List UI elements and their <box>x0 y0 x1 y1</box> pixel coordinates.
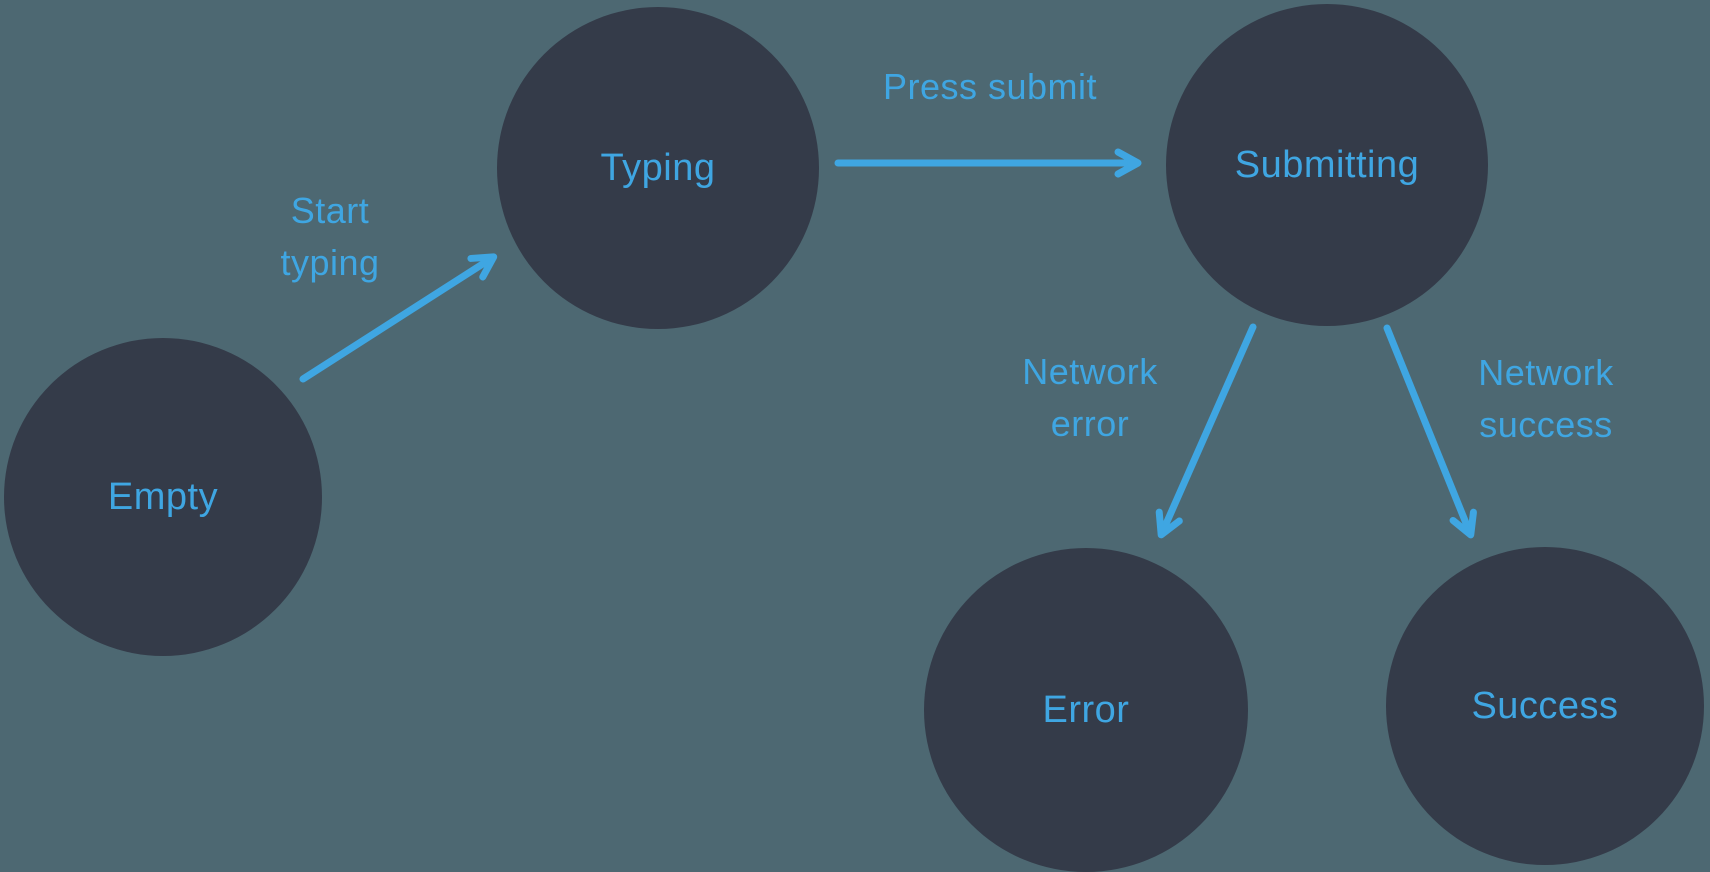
state-label-submitting: Submitting <box>1234 143 1420 186</box>
transition-label-press-submit: Press submit <box>882 66 1098 107</box>
state-label-error: Error <box>1042 688 1130 731</box>
state-node-empty: Empty <box>4 338 322 656</box>
transition-arrow-start-typing <box>299 253 498 383</box>
transition-label-start-typing: Start typing <box>280 190 380 283</box>
transition-label-network-success: Network success <box>1478 352 1614 445</box>
state-label-typing: Typing <box>600 146 716 189</box>
state-node-typing: Typing <box>497 7 819 329</box>
transition-arrow-network-error <box>1155 323 1257 539</box>
transition-arrow-network-success <box>1383 324 1477 539</box>
state-node-submitting: Submitting <box>1166 4 1488 326</box>
state-label-success: Success <box>1471 684 1619 727</box>
state-node-success: Success <box>1386 547 1704 865</box>
state-label-empty: Empty <box>107 475 219 518</box>
state-node-error: Error <box>924 548 1248 872</box>
transition-label-network-error: Network error <box>1022 351 1158 444</box>
